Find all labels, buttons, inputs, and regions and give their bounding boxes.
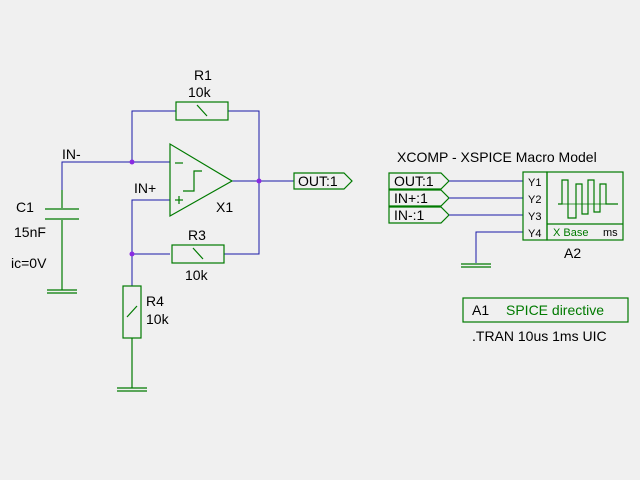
- resistor-r4[interactable]: [117, 285, 147, 392]
- a2-x-label: X Base: [553, 227, 588, 239]
- spice-directive[interactable]: A1 SPICE directive: [462, 297, 629, 323]
- wire-r1-left: [131, 110, 176, 162]
- junction-in-plus: [129, 251, 135, 257]
- c1-initial-condition: ic=0V: [11, 255, 47, 271]
- a2-input-port-in-minus[interactable]: IN-:1: [388, 206, 450, 224]
- r1-value: 10k: [188, 84, 212, 100]
- capacitor-c1[interactable]: [45, 190, 79, 294]
- a2-block[interactable]: [522, 171, 624, 241]
- r3-value: 10k: [185, 267, 209, 283]
- port-out-label: OUT:1: [298, 173, 338, 189]
- a2-wires: [449, 180, 523, 263]
- a2-name: A2: [564, 245, 581, 261]
- a2-ground: [461, 263, 491, 268]
- a2-input-port-in-plus[interactable]: IN+:1: [388, 189, 450, 207]
- directive-id: A1: [472, 302, 489, 318]
- r3-name: R3: [188, 227, 206, 243]
- wire-in-plus: [131, 199, 170, 254]
- a2-unit-label: ms: [603, 227, 618, 239]
- a2-port-y3: Y3: [528, 211, 541, 223]
- r4-value: 10k: [146, 311, 170, 327]
- a2-input-port-out[interactable]: OUT:1: [388, 172, 450, 190]
- wire-r1-right: [228, 110, 260, 181]
- a2-input-label-in-plus: IN+:1: [394, 190, 428, 206]
- a2-port-y2: Y2: [528, 194, 541, 206]
- resistor-r1[interactable]: [175, 101, 229, 121]
- opamp-x1[interactable]: [169, 142, 234, 218]
- r1-name: R1: [194, 67, 212, 83]
- a2-title: XCOMP - XSPICE Macro Model: [397, 149, 597, 165]
- a2-port-y1: Y1: [528, 177, 541, 189]
- c1-name: C1: [16, 199, 34, 215]
- r4-name: R4: [146, 293, 164, 309]
- net-label-in-plus: IN+: [134, 180, 156, 196]
- c1-value: 15nF: [14, 224, 46, 240]
- a2-input-label-out: OUT:1: [394, 173, 434, 189]
- x1-name: X1: [216, 199, 233, 215]
- a2-input-ports: OUT:1 IN+:1 IN-:1: [388, 172, 450, 224]
- junction-out: [256, 178, 262, 184]
- resistor-r3[interactable]: [171, 244, 225, 264]
- a2-waveform: [558, 179, 618, 219]
- a2-port-y4: Y4: [528, 228, 541, 240]
- port-out[interactable]: OUT:1: [293, 172, 353, 190]
- net-label-in-minus: IN-: [62, 146, 81, 162]
- directive-label: SPICE directive: [506, 302, 604, 318]
- wires: [61, 110, 294, 286]
- junction-in-minus: [129, 159, 135, 165]
- a2-input-label-in-minus: IN-:1: [394, 207, 425, 223]
- directive-command: .TRAN 10us 1ms UIC: [472, 328, 607, 344]
- wire-r3-right: [224, 181, 260, 255]
